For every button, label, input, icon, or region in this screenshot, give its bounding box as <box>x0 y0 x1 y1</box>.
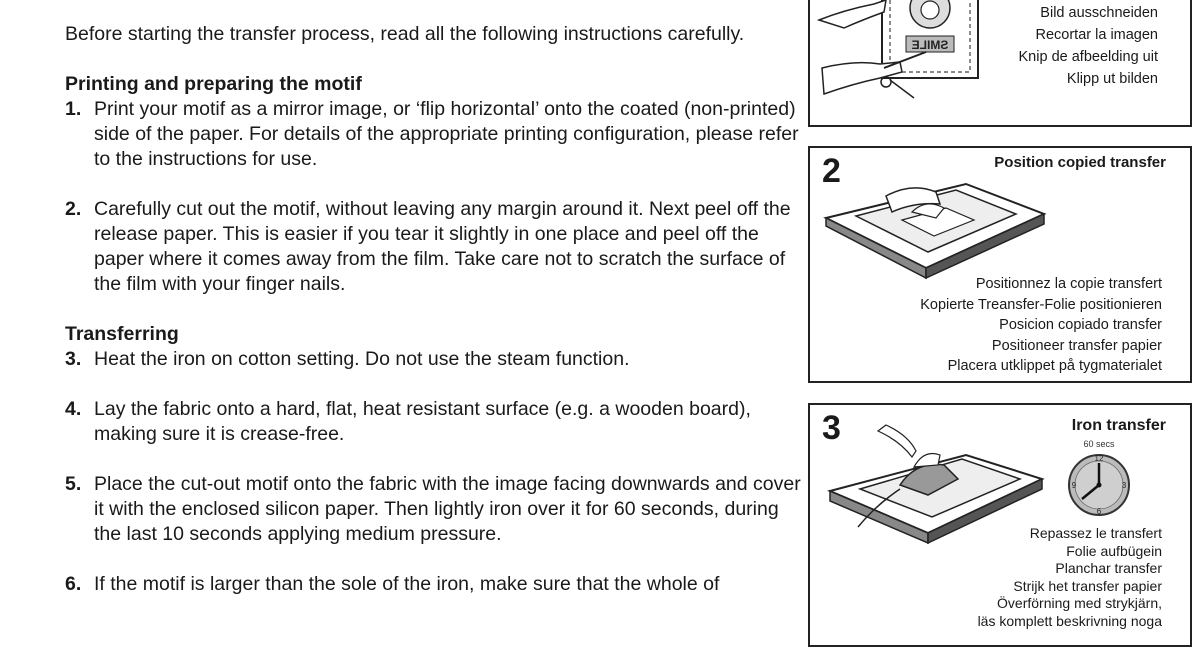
caption-line: Kopierte Treansfer-Folie positionieren <box>920 296 1162 313</box>
step-number: 2. <box>65 198 82 220</box>
step-text: Carefully cut out the motif, without lea… <box>94 198 791 295</box>
cut-captions: Bild ausschneiden Recortar la imagen Kni… <box>1019 2 1158 90</box>
step-text: Heat the iron on cotton setting. Do not … <box>94 348 630 370</box>
caption-line: Repassez le transfert <box>1029 525 1162 541</box>
panel-title: Position copied transfer <box>994 154 1166 171</box>
position-transfer-illustration <box>823 182 1047 280</box>
step-number: 1. <box>65 98 82 120</box>
caption-line: Klipp ut bilden <box>1066 71 1158 87</box>
step-item: 1. Print your motif as a mirror image, o… <box>65 97 805 172</box>
step-item: 5. Place the cut-out motif onto the fabr… <box>65 472 805 547</box>
step-number: 4. <box>65 398 82 420</box>
panel-cut-motif: SMILE Bild ausschneiden Recortar la imag… <box>808 0 1192 127</box>
caption-line: Knip de afbeelding uit <box>1018 49 1158 65</box>
step-text: If the motif is larger than the sole of … <box>94 573 720 595</box>
panel-title: Iron transfer <box>1071 417 1166 434</box>
step-item: 2. Carefully cut out the motif, without … <box>65 197 805 297</box>
caption-line: Placera utklippet på tygmaterialet <box>947 358 1162 374</box>
caption-line: Planchar transfer <box>1055 560 1162 576</box>
step-number: 6. <box>65 573 82 595</box>
panel-iron-transfer: 3 Iron transfer 60 secs 12 3 6 9 Repasse… <box>808 403 1192 647</box>
cut-motif-illustration: SMILE <box>816 0 979 99</box>
panel-number: 2 <box>822 152 841 190</box>
iron-transfer-illustration <box>826 424 1045 545</box>
step-number: 5. <box>65 473 82 495</box>
iron-captions: Repassez le transfert Folie aufbügein Pl… <box>978 525 1162 630</box>
clock-number: 9 <box>1072 481 1077 490</box>
timer-clock-icon: 60 secs 12 3 6 9 <box>1068 439 1130 516</box>
caption-line: Positioneer transfer papier <box>991 337 1162 354</box>
caption-line: Strijk het transfer papier <box>1013 577 1162 594</box>
caption-line: Positionnez la copie transfert <box>975 276 1162 292</box>
clock-number: 3 <box>1122 481 1127 490</box>
step-text: Print your motif as a mirror image, or ‘… <box>94 98 799 170</box>
step-item: 3. Heat the iron on cotton setting. Do n… <box>65 347 805 372</box>
caption-line: Överförning med strykjärn, <box>997 595 1162 611</box>
step-text: Lay the fabric onto a hard, flat, heat r… <box>94 398 751 445</box>
step-item: 4. Lay the fabric onto a hard, flat, hea… <box>65 397 805 447</box>
position-captions: Positionnez la copie transfert Kopierte … <box>920 274 1162 377</box>
smile-text: SMILE <box>912 38 949 52</box>
step-text: Place the cut-out motif onto the fabric … <box>94 473 801 545</box>
clock-number: 12 <box>1095 454 1104 463</box>
clock-number: 6 <box>1097 507 1102 516</box>
instructions-column: Before starting the transfer process, re… <box>65 22 805 597</box>
step-item: 6. If the motif is larger than the sole … <box>65 572 805 597</box>
step-number: 3. <box>65 348 82 370</box>
panel-number: 3 <box>822 409 841 447</box>
clock-label: 60 secs <box>1083 439 1115 449</box>
intro-text: Before starting the transfer process, re… <box>65 23 745 45</box>
panel-position-transfer: 2 Position copied transfer Positionnez l… <box>808 146 1192 383</box>
section-heading-transferring: Transferring <box>65 323 179 345</box>
caption-line: läs komplett beskrivning noga <box>977 612 1162 629</box>
caption-line: Bild ausschneiden <box>1040 5 1158 21</box>
section-heading-printing: Printing and preparing the motif <box>65 73 362 95</box>
caption-line: Folie aufbügein <box>1066 542 1162 559</box>
caption-line: Posicion copiado transfer <box>999 317 1162 333</box>
caption-line: Recortar la imagen <box>1035 27 1159 43</box>
